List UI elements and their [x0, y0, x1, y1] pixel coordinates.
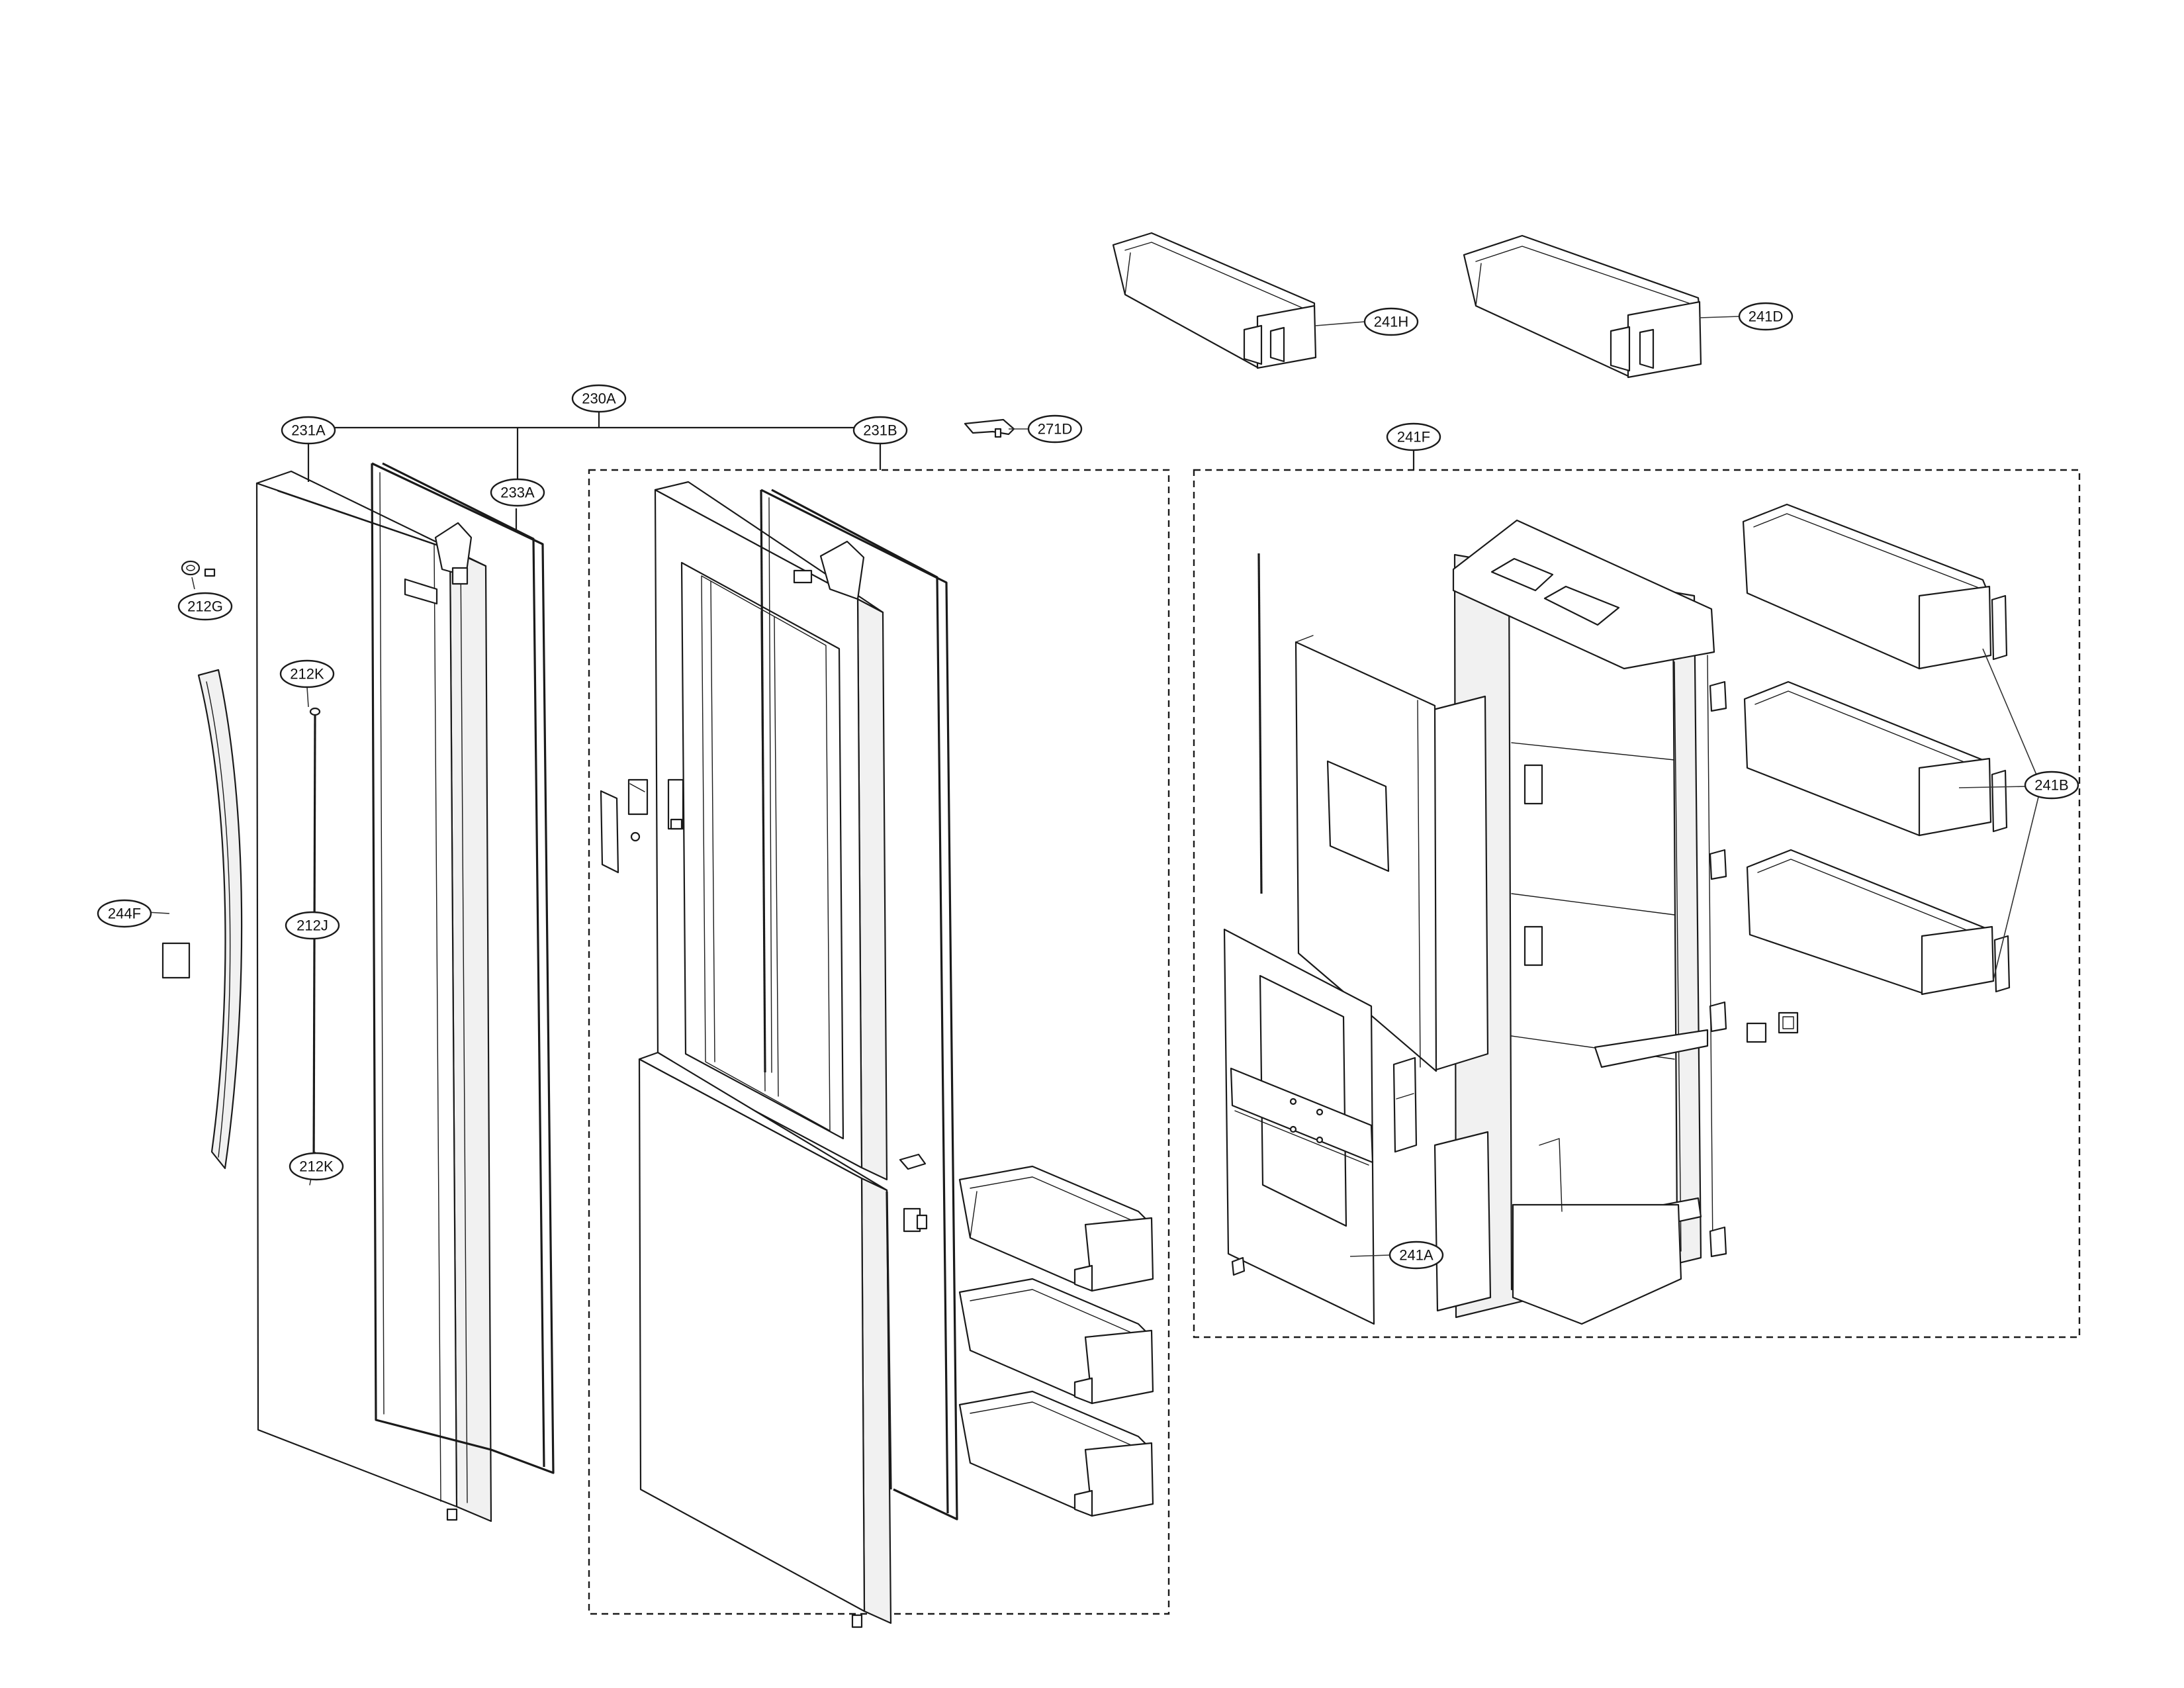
callout-label: 230A: [582, 391, 616, 407]
callout-label: 212K: [290, 666, 324, 682]
callout-label: 212K: [299, 1158, 334, 1175]
small-clip-parts: [1746, 1011, 1799, 1043]
callout-212K-bottom: 212K: [289, 1152, 344, 1181]
door-bin-3: [958, 1390, 1154, 1517]
callout-label: 241A: [1399, 1247, 1433, 1264]
callout-212G: 212G: [177, 592, 233, 621]
top-bin-241H: [1112, 232, 1317, 369]
hinge-part-271D: [964, 418, 1015, 438]
callout-241D: 241D: [1738, 302, 1794, 331]
door-side-strips: [1392, 695, 1492, 1312]
door-bin-241B-1: [1742, 503, 2008, 670]
callout-label: 271D: [1038, 421, 1073, 438]
callout-233A: 233A: [490, 478, 545, 507]
top-bin-241D: [1463, 234, 1702, 379]
callout-label: 231A: [291, 422, 326, 439]
callout-212K-top: 212K: [279, 659, 335, 688]
left-door-231A: [255, 470, 492, 1523]
callout-271D: 271D: [1027, 414, 1083, 444]
callout-label: 244F: [108, 906, 141, 922]
upper-trim-panel: [1295, 635, 1437, 1072]
door-bin-2: [958, 1278, 1154, 1405]
door-handle-part: [161, 669, 243, 1170]
callout-label: 233A: [500, 485, 535, 501]
door-gasket-233A: [371, 462, 555, 1474]
door-bin-241B-3: [1746, 849, 2011, 996]
group-box-241F: [1193, 469, 2081, 1338]
hinge-cam-part: [181, 560, 216, 577]
middle-door-gasket: [760, 489, 958, 1521]
door-trim-rod: [1257, 553, 1263, 894]
door-bin-1: [958, 1165, 1154, 1292]
callout-label: 241H: [1374, 314, 1409, 330]
callout-230A: 230A: [571, 384, 627, 413]
callout-241H: 241H: [1363, 307, 1419, 336]
callout-label: 212J: [296, 917, 328, 934]
callout-244F: 244F: [97, 899, 152, 928]
callout-label: 212G: [187, 598, 223, 615]
door-bin-241B-2: [1743, 680, 2008, 837]
callout-241F: 241F: [1386, 422, 1441, 451]
callout-231B: 231B: [852, 416, 908, 445]
latch-bracket-parts: [600, 778, 684, 874]
callout-241A: 241A: [1388, 1241, 1444, 1270]
callout-label: 241F: [1397, 429, 1430, 445]
callout-label: 231B: [863, 422, 897, 439]
group-box-231B: [588, 469, 1170, 1615]
callout-label: 241D: [1749, 308, 1784, 325]
callout-212J: 212J: [285, 911, 340, 940]
middle-door-231B: [638, 481, 892, 1628]
callout-241B: 241B: [2024, 771, 2079, 800]
callout-label: 241B: [2034, 777, 2068, 794]
callout-231A: 231A: [281, 416, 336, 445]
door-clip-parts: [899, 1153, 928, 1233]
inner-door-liner: [1452, 519, 1727, 1325]
lower-panel-241A: [1223, 928, 1375, 1325]
